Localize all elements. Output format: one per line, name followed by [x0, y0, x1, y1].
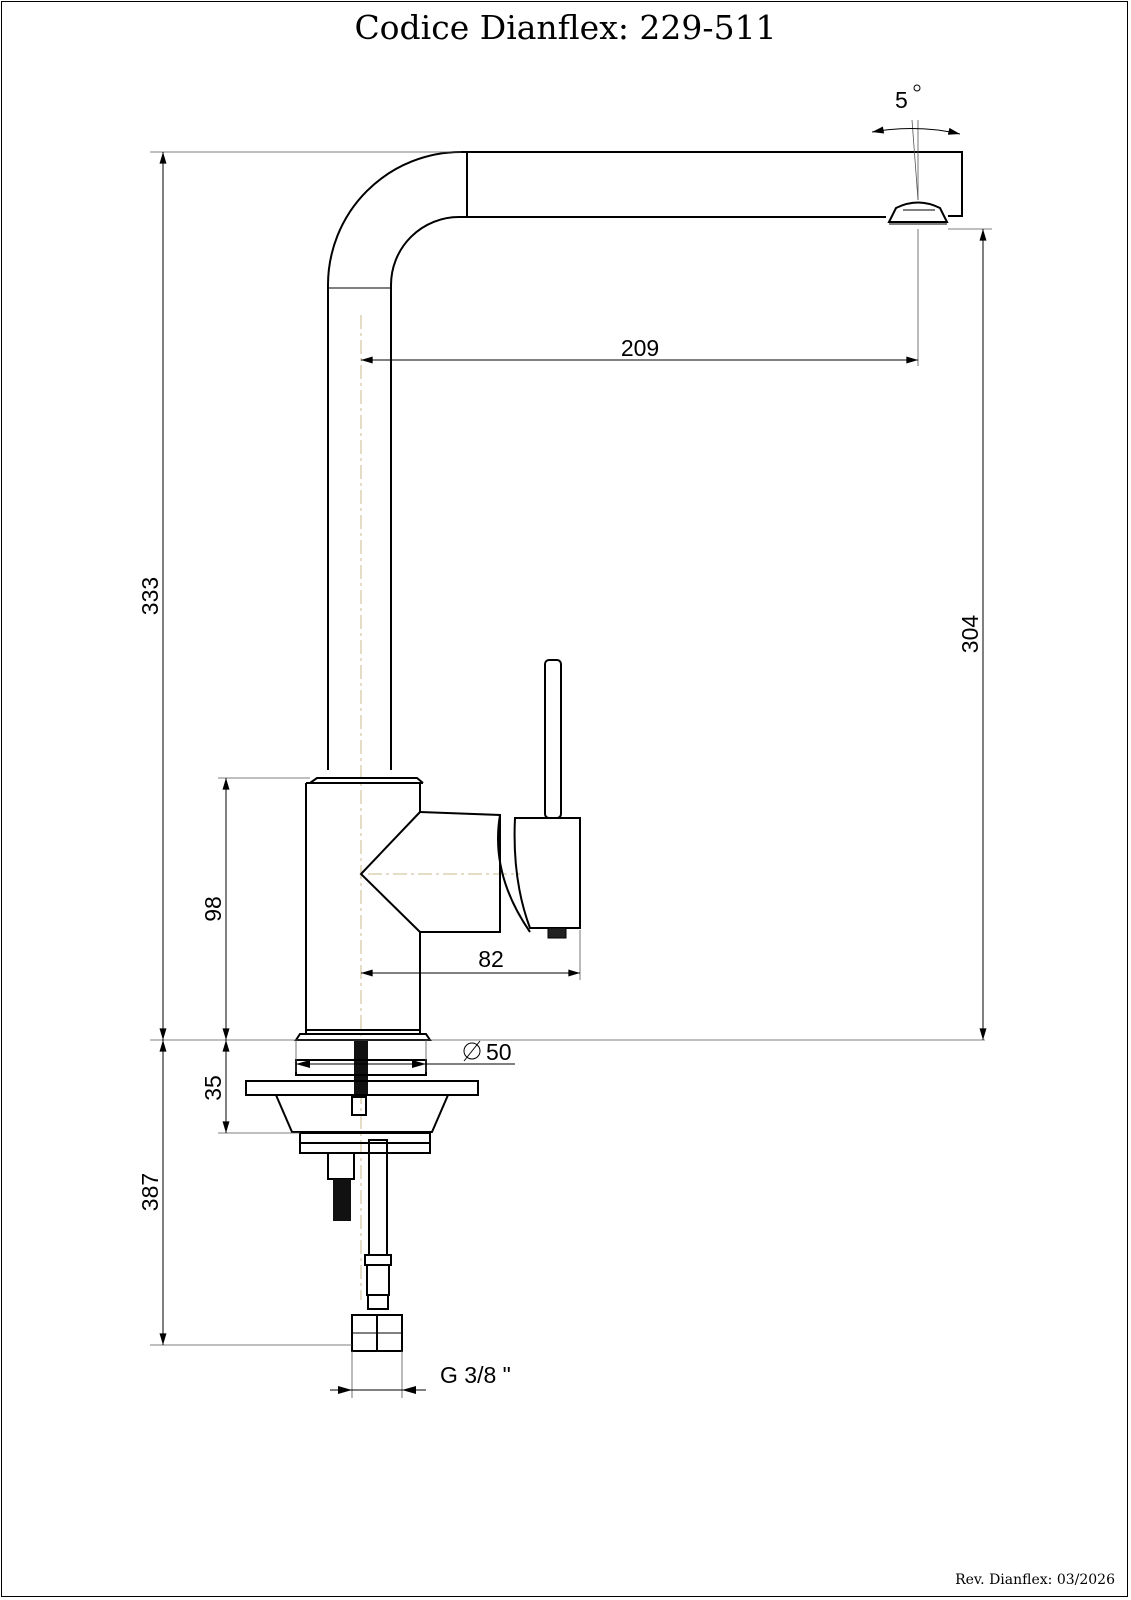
degree-symbol-icon: [913, 84, 921, 92]
dim-mount-thickness: 35: [200, 1075, 226, 1101]
dim-spout-height: 304: [957, 615, 983, 654]
revision-note: Rev. Dianflex: 03/2026: [955, 1572, 1115, 1588]
drawing-title: Codice Dianflex: 229-511: [354, 8, 777, 47]
dim-spout-reach: 209: [621, 335, 659, 361]
threaded-rod: [354, 1040, 368, 1095]
diameter-label: 50: [463, 1039, 512, 1065]
dim-connection: G 3/8 ": [440, 1362, 511, 1388]
dim-hose-length: 387: [137, 1173, 163, 1211]
flex-hose: [351, 1139, 403, 1352]
dim-total-height: 333: [137, 577, 163, 615]
angle-label: 5: [895, 84, 921, 113]
bracket: [299, 1132, 431, 1221]
spout: [327, 151, 963, 770]
dim-lever-offset: 82: [478, 946, 504, 972]
aerator: [887, 201, 949, 225]
dim-base-diameter: 50: [486, 1039, 512, 1065]
dim-angle: 5: [895, 87, 908, 113]
diameter-symbol-icon: [463, 1042, 481, 1060]
mixer-body: [294, 777, 531, 1041]
dim-body-height: 98: [200, 896, 226, 922]
lever-handle: [513, 659, 581, 939]
